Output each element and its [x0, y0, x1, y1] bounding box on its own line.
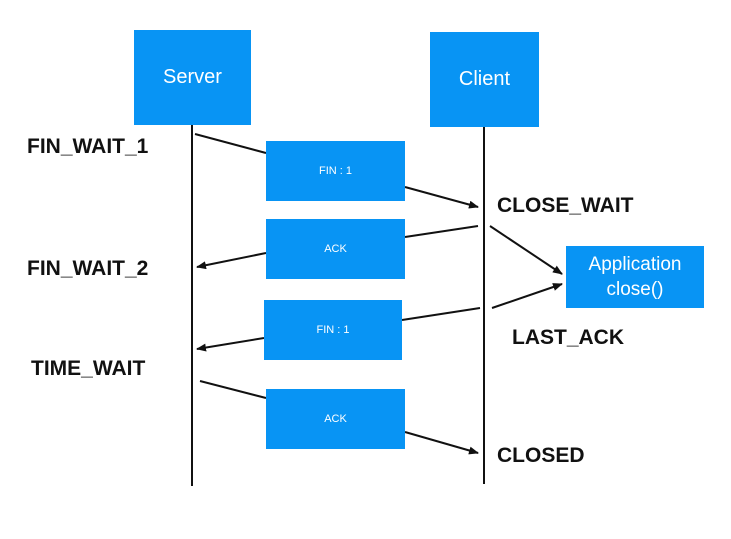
fin-2-arrow-segment-b	[196, 337, 265, 352]
ack-message-2-label: ACK	[324, 413, 347, 425]
fin-message-2: FIN : 1	[264, 300, 402, 360]
ack-message-1-label: ACK	[324, 243, 347, 255]
state-close-wait: CLOSE_WAIT	[497, 194, 634, 217]
state-fin-wait-2: FIN_WAIT_2	[27, 257, 149, 280]
fin-message-2-label: FIN : 1	[316, 324, 350, 336]
fin-message-1: FIN : 1	[266, 141, 405, 201]
ack-2-arrow-segment-a	[199, 380, 267, 399]
close-call-label: close()	[606, 279, 664, 300]
client-box: Client	[430, 32, 539, 127]
state-fin-wait-1: FIN_WAIT_1	[27, 135, 149, 158]
fin-message-1-label: FIN : 1	[318, 165, 352, 177]
application-close-box: Application close()	[566, 246, 704, 308]
ack-1-arrow-segment-b	[196, 252, 267, 270]
fin-1-arrow-segment-b	[404, 186, 479, 209]
application-label: Application	[588, 254, 682, 275]
fin-1-arrow-segment-a	[194, 133, 267, 154]
state-closed: CLOSED	[497, 444, 585, 467]
close-wait-to-app-arrow	[489, 225, 563, 275]
ack-1-arrow-segment-a	[404, 225, 479, 238]
ack-2-arrow-segment-b	[404, 431, 479, 455]
ack-message-2: ACK	[266, 389, 405, 449]
server-label: Server	[163, 66, 222, 88]
app-to-fin-arrow	[491, 283, 563, 309]
state-time-wait: TIME_WAIT	[31, 357, 146, 380]
client-label: Client	[458, 68, 511, 90]
ack-message-1: ACK	[266, 219, 405, 279]
server-box: Server	[134, 30, 251, 125]
fin-2-arrow-segment-a	[401, 307, 481, 321]
state-last-ack: LAST_ACK	[512, 326, 625, 349]
